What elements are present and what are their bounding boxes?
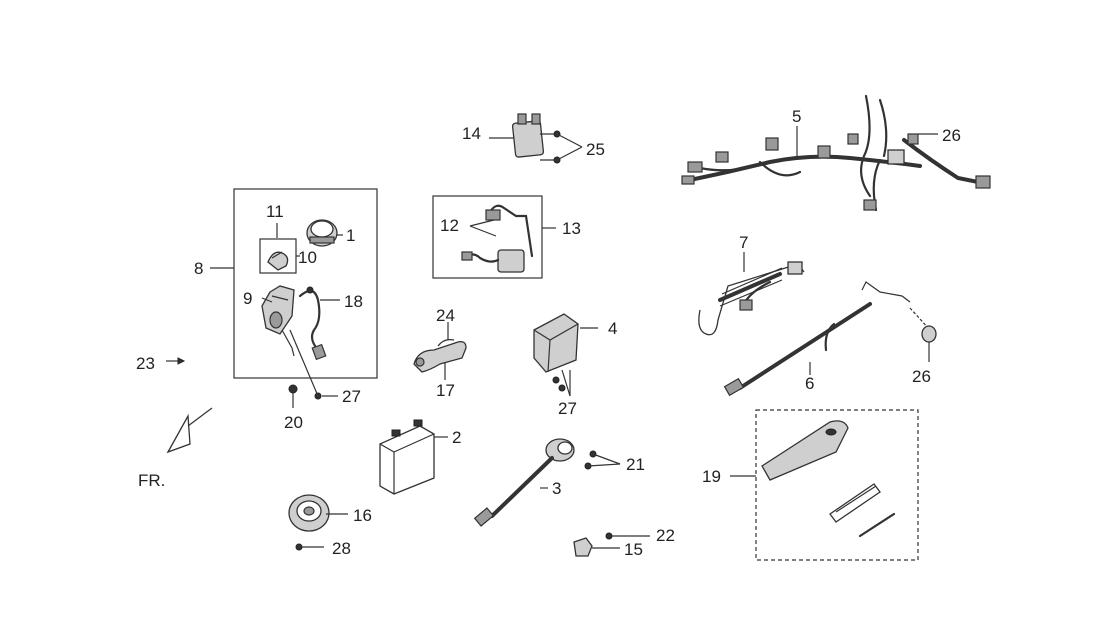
callout-9: 9 <box>243 289 252 308</box>
callout-28: 28 <box>332 539 351 558</box>
switch-wire-part <box>298 286 327 361</box>
callout-27b: 27 <box>558 399 577 418</box>
group-box-19 <box>755 409 919 561</box>
callout-27a: 27 <box>342 387 361 406</box>
callout-3: 3 <box>552 479 561 498</box>
group-box-13 <box>432 195 543 279</box>
screw-20 <box>288 384 298 394</box>
callout-15: 15 <box>624 540 643 559</box>
callout-26b: 26 <box>912 367 931 386</box>
callout-8: 8 <box>194 259 203 278</box>
grip-cable-part <box>698 252 805 336</box>
ignition-switch-group <box>210 188 378 408</box>
small-screw-23 <box>166 357 186 365</box>
callout-17: 17 <box>436 381 455 400</box>
key-clip-part <box>259 238 297 274</box>
bracket-part-17 <box>413 322 467 380</box>
callout-4: 4 <box>608 319 617 338</box>
fuse-relay-group <box>432 195 556 279</box>
callout-16: 16 <box>353 506 372 525</box>
callout-2: 2 <box>452 428 461 447</box>
callout-19: 19 <box>702 467 721 486</box>
small-switch-part <box>573 532 650 557</box>
callout-12: 12 <box>440 216 459 235</box>
tool-kit-group <box>730 409 919 561</box>
cable-part-6 <box>723 281 937 397</box>
callout-6: 6 <box>805 374 814 393</box>
callout-labels: 1 2 3 4 5 6 7 8 9 10 11 12 13 14 15 16 1… <box>136 107 961 559</box>
callout-7: 7 <box>739 233 748 252</box>
callout-22: 22 <box>656 526 675 545</box>
group-box-8 <box>233 188 378 379</box>
callout-24: 24 <box>436 306 455 325</box>
callout-10: 10 <box>298 248 317 267</box>
callout-5: 5 <box>792 107 801 126</box>
cdi-unit-part <box>533 313 598 397</box>
direction-label: FR. <box>138 471 165 490</box>
callout-14: 14 <box>462 124 481 143</box>
callout-18: 18 <box>344 292 363 311</box>
callout-23: 23 <box>136 354 155 373</box>
horn-part <box>288 494 348 551</box>
battery-part <box>379 419 448 495</box>
callout-20: 20 <box>284 413 303 432</box>
front-direction-arrow: FR. <box>138 407 213 490</box>
key-cap-part <box>306 219 338 247</box>
callout-13: 13 <box>562 219 581 238</box>
wiring-harness-part <box>681 94 991 212</box>
callout-1: 1 <box>346 226 355 245</box>
callout-25: 25 <box>586 140 605 159</box>
ignition-switch-body <box>261 285 295 357</box>
callout-21: 21 <box>626 455 645 474</box>
starter-relay-part <box>489 113 583 164</box>
sensor-wire-part <box>473 438 621 527</box>
callout-11: 11 <box>266 202 284 221</box>
callout-26a: 26 <box>942 126 961 145</box>
